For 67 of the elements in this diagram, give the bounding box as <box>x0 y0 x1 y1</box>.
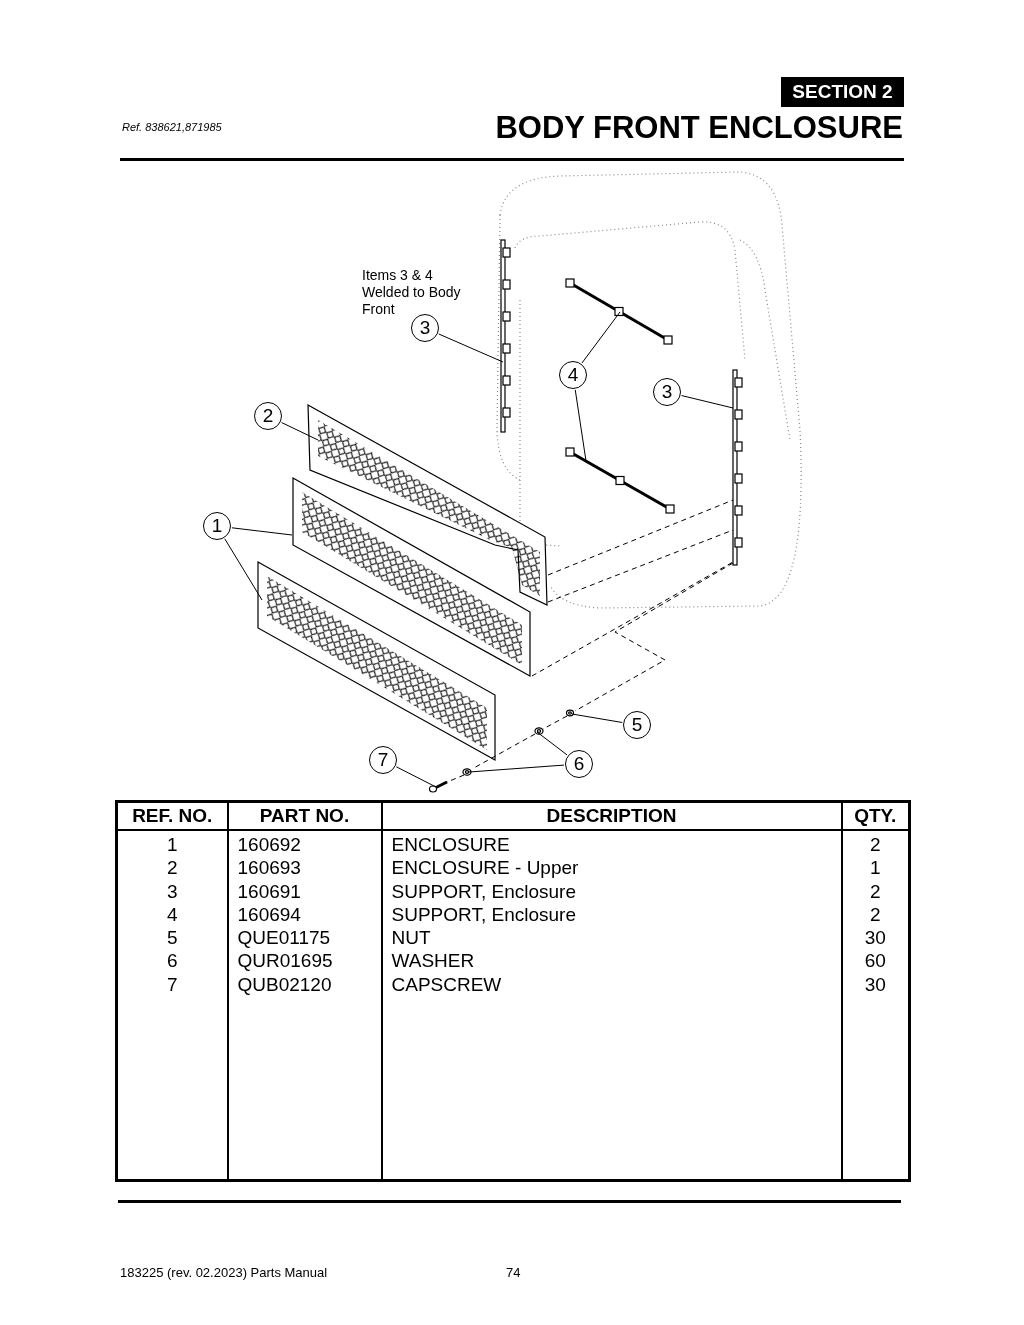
leader-line <box>224 538 263 601</box>
footer-text: 183225 (rev. 02.2023) Parts Manual <box>120 1265 328 1280</box>
leader-line <box>281 422 319 441</box>
table-cell-text: 7 <box>165 972 179 997</box>
table-cell-text: QUE01175 <box>236 926 332 950</box>
table-cell-text: SUPPORT, Enclosure <box>390 879 577 903</box>
table-cell-text: 3 <box>165 879 179 903</box>
table-cell-text: 6 <box>165 949 179 973</box>
table-cell-text: NUT <box>390 926 432 950</box>
callout-number: 7 <box>369 746 397 774</box>
table-cell-text: 1 <box>868 856 882 880</box>
callout-number: 2 <box>254 402 282 430</box>
table-cell-text: 30 <box>863 972 887 997</box>
washer <box>462 768 472 776</box>
table-cell-text: 1 <box>165 833 179 857</box>
leader-line <box>468 764 565 773</box>
leader-line <box>574 389 587 462</box>
table-cell-text: 30 <box>863 926 887 950</box>
table-cell-text: 2 <box>868 879 882 903</box>
table-cell-text: WASHER <box>390 949 476 973</box>
table-cell-text: 160694 <box>236 902 302 927</box>
column-header: QTY. <box>841 801 910 830</box>
support-bar <box>732 369 743 566</box>
nut <box>565 709 575 717</box>
leader-line <box>395 766 437 788</box>
callout-number: 4 <box>559 361 587 389</box>
reference-note: Ref. 838621,871985 <box>122 121 222 133</box>
assembly-line <box>531 561 734 677</box>
table-cell-text: QUR01695 <box>236 949 334 973</box>
leader-line <box>571 713 623 723</box>
table-cell-text: CAPSCREW <box>390 972 503 997</box>
table-cell-text: 160693 <box>236 856 302 880</box>
table-cell-text: 4 <box>165 902 179 927</box>
assembly-line <box>547 499 734 576</box>
column-header: PART NO. <box>227 801 382 830</box>
table-cell-text: 160691 <box>236 879 302 903</box>
table-cell-text: ENCLOSURE <box>390 833 511 857</box>
callout-number: 5 <box>623 711 651 739</box>
washer <box>534 727 544 735</box>
table-cell-text: 5 <box>165 926 179 950</box>
column-header: DESCRIPTION <box>381 801 842 830</box>
callout-number: 3 <box>653 378 681 406</box>
capscrew <box>428 780 448 793</box>
callout-number: 1 <box>203 512 231 540</box>
leader-line <box>536 731 568 756</box>
assembly-line <box>547 529 734 603</box>
table-cell-text: 60 <box>863 949 887 973</box>
table-cell-text: QUB02120 <box>236 972 333 997</box>
support-bar <box>565 278 673 345</box>
table-cell-text: ENCLOSURE - Upper <box>390 856 580 880</box>
callout-number: 3 <box>411 314 439 342</box>
leader-line <box>438 333 504 363</box>
leader-line <box>231 527 293 536</box>
table-cell-text: 2 <box>868 902 882 927</box>
section-tag: SECTION 2 <box>781 77 904 107</box>
table-cell-text: 2 <box>165 856 179 880</box>
support-bar <box>500 239 511 433</box>
leader-line <box>681 395 734 409</box>
page-title: BODY FRONT ENCLOSURE <box>495 110 903 146</box>
page-number: 74 <box>506 1265 521 1280</box>
support-bar <box>565 447 675 514</box>
callout-number: 6 <box>565 750 593 778</box>
column-header: REF. NO. <box>116 801 228 830</box>
table-cell-text: 2 <box>868 833 882 857</box>
table-cell-text: 160692 <box>236 833 302 857</box>
leader-line <box>581 311 621 364</box>
table-cell-text: SUPPORT, Enclosure <box>390 902 577 927</box>
